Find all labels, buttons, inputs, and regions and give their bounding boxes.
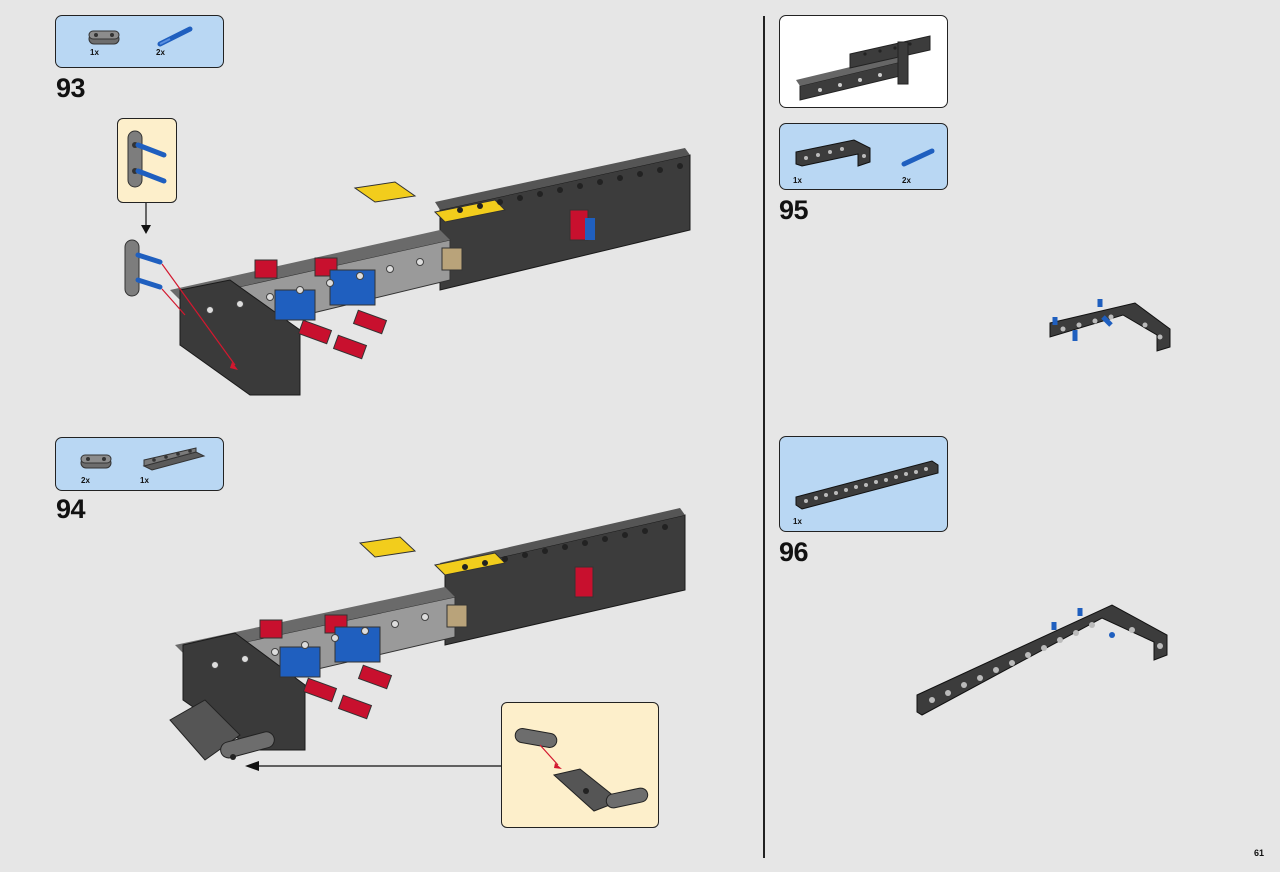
column-divider: [763, 16, 765, 858]
gray-connector-beam-icon: [88, 30, 120, 45]
callout-down-arrow-icon: [141, 203, 151, 234]
step-95-part-2-qty: 2x: [902, 176, 911, 185]
step-94-part-1-qty: 2x: [81, 476, 90, 485]
step-94-parts-box: 2x 1x: [55, 437, 224, 491]
dark-gray-beam-3-icon: [80, 454, 112, 469]
subassembly-preview: [779, 15, 948, 108]
step-94-subassembly-callout: [501, 702, 659, 828]
black-beam-15-icon: [795, 460, 939, 510]
bracket-assembly-icon: [514, 728, 649, 812]
step-93-subassembly-callout: [117, 118, 177, 203]
step-96-parts-box: 1x: [779, 436, 948, 532]
step-93-part-2-qty: 2x: [156, 48, 165, 57]
step-95-model-illustration: [1049, 299, 1171, 352]
page-number: 61: [1253, 848, 1264, 858]
step-93-number: 93: [56, 73, 86, 103]
step-93-part-1-qty: 1x: [90, 48, 99, 57]
callout-left-arrow-icon: [245, 761, 503, 771]
step-94-part-2-qty: 1x: [140, 476, 149, 485]
step-96-part-1-qty: 1x: [793, 517, 802, 526]
blue-axle-pin-icon: [901, 148, 935, 167]
preview-model-icon: [796, 35, 931, 101]
step-93-model-illustration: [124, 148, 691, 396]
black-angled-beam-icon: [795, 139, 871, 167]
step-95-part-1-qty: 1x: [793, 176, 802, 185]
step-96-number: 96: [779, 537, 809, 567]
step-94-model-illustration: [169, 508, 686, 761]
blue-axle-pin-icon: [157, 26, 193, 47]
step-96-model-illustration: [916, 604, 1168, 716]
step-94-number: 94: [56, 494, 86, 524]
step-95-number: 95: [779, 195, 809, 225]
connector-with-pins-icon: [127, 130, 167, 188]
dark-gray-plate-beam-icon: [142, 447, 206, 471]
step-95-parts-box: 1x 2x: [779, 123, 948, 190]
step-93-parts-box: 1x 2x: [55, 15, 224, 68]
